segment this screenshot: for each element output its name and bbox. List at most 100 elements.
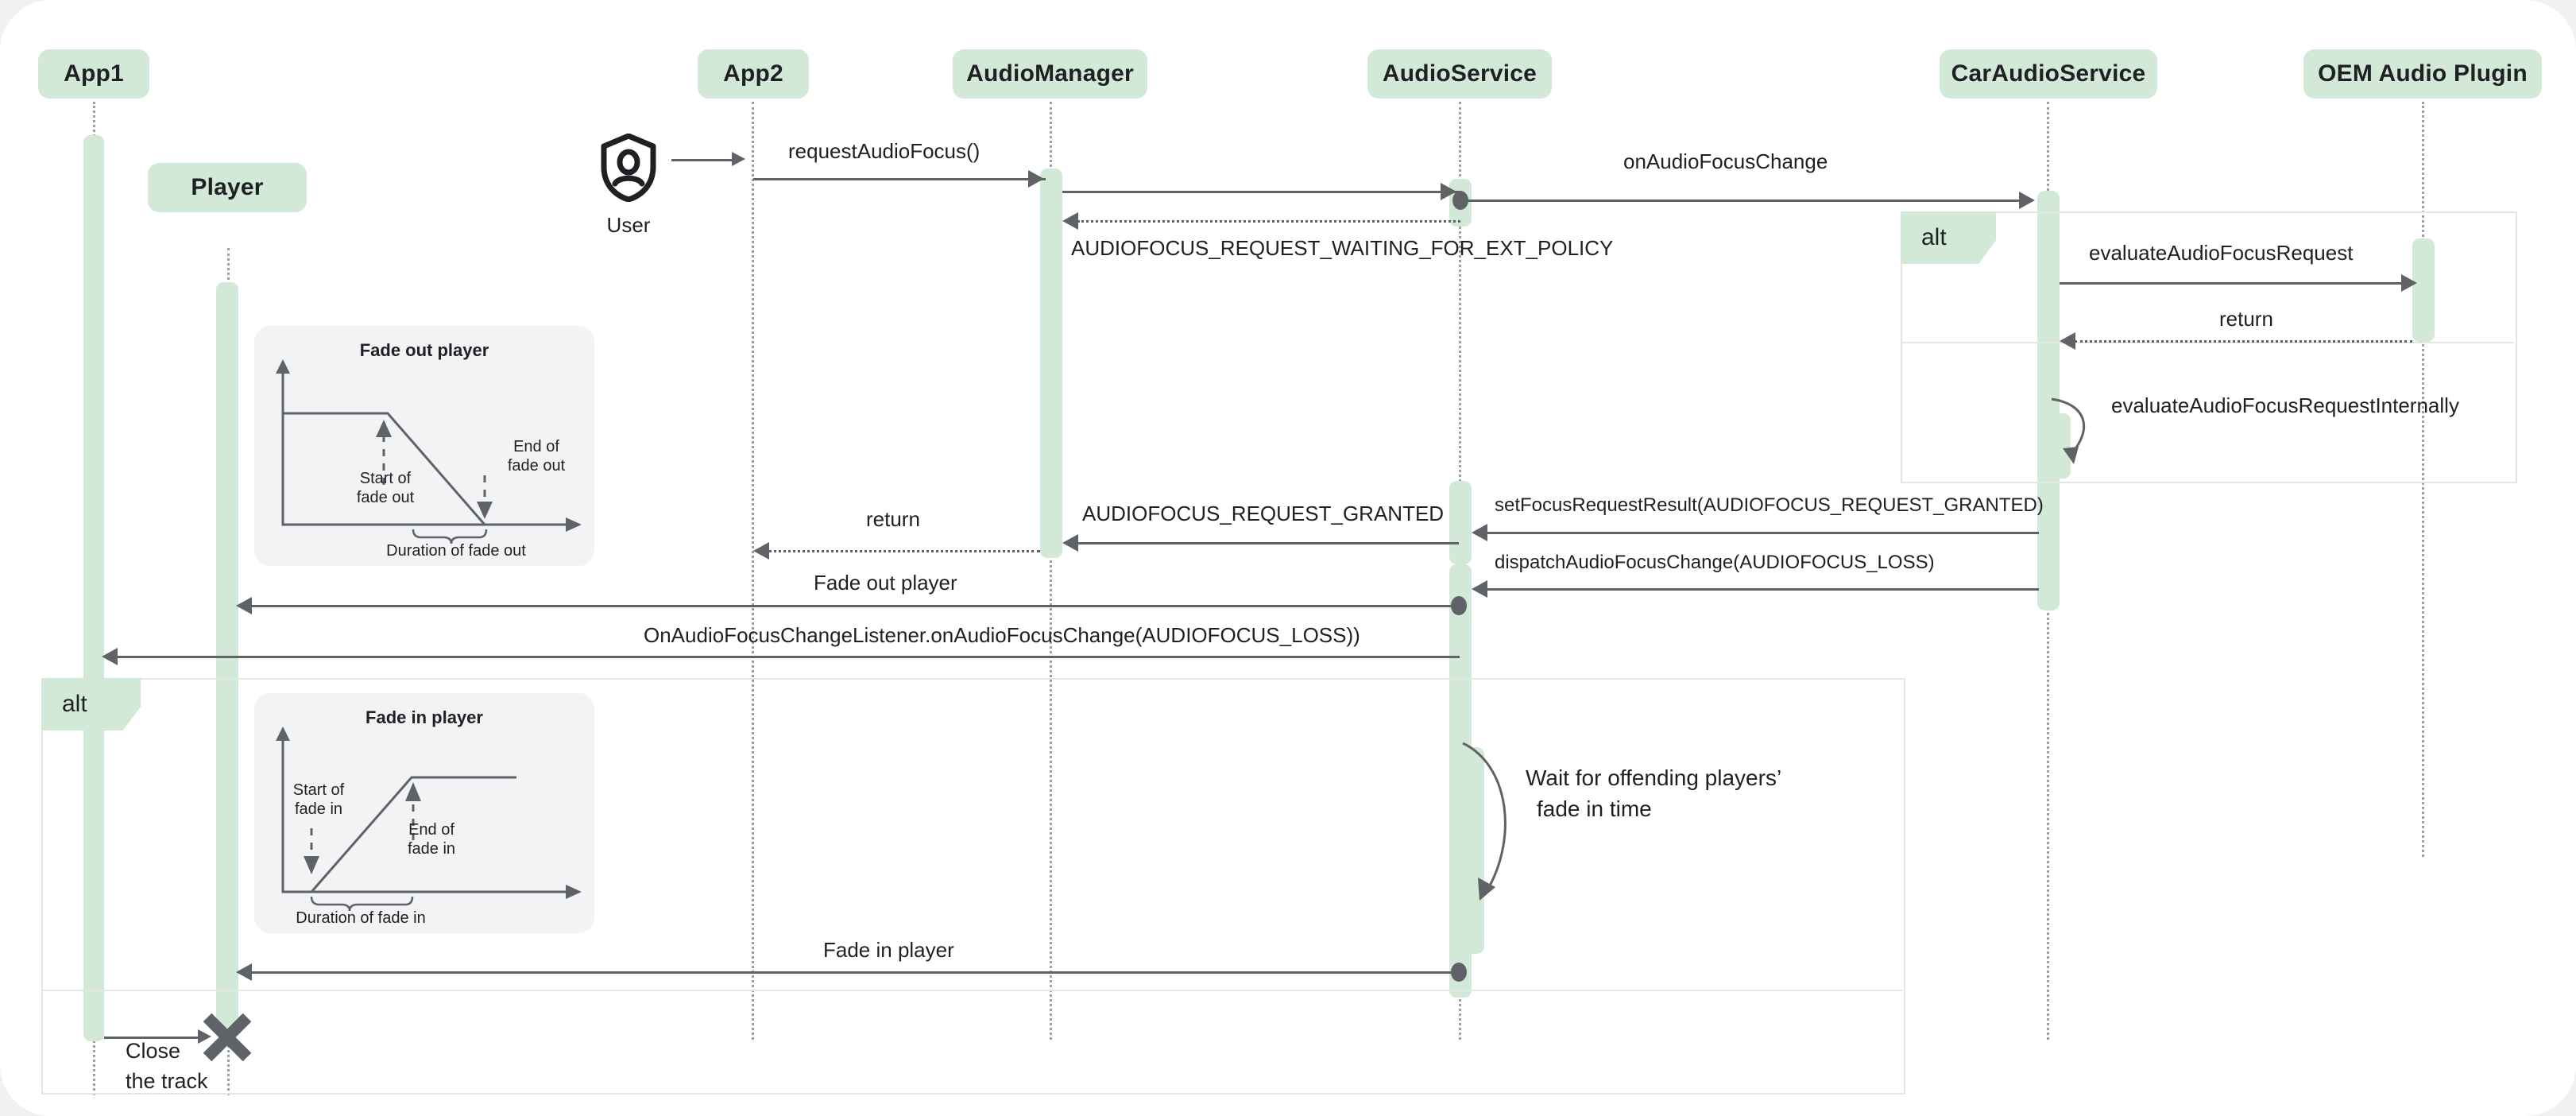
fade-out-end-l2: fade out: [507, 457, 566, 475]
msg-arrow-requestAudioFocus: [1028, 170, 1044, 188]
msg-line-audiofocus-request-granted: [1077, 542, 1459, 544]
lifeline-head-app1[interactable]: App1: [38, 49, 149, 99]
msg-selfcall-evaluateInternally: [2047, 396, 2134, 469]
lifeline-head-player[interactable]: Player: [148, 163, 307, 212]
fade-in-start-l1: Start of: [292, 781, 345, 799]
lifeline-label-audioservice: AudioService: [1382, 60, 1537, 87]
fade-in-end-l2: fade in: [407, 840, 456, 858]
msg-label-waiting-for-ext-policy: AUDIOFOCUS_REQUEST_WAITING_FOR_EXT_POLIC…: [1071, 236, 1614, 260]
fade-in-end-label: End of fade in: [388, 820, 475, 859]
msg-arrow-waiting-for-ext-policy: [1062, 212, 1078, 230]
lifeline-head-caraudioservice[interactable]: CarAudioService: [1940, 49, 2157, 99]
fade-in-start-l2: fade in: [294, 800, 343, 819]
fade-out-start-l1: Start of: [359, 470, 412, 487]
fade-out-end-label: End of fade out: [493, 437, 580, 476]
msg-label-evaluateAudioFocusRequest: evaluateAudioFocusRequest: [2089, 241, 2354, 265]
fade-in-chart: Fade in player Start of fade in End of f…: [254, 693, 594, 933]
fade-in-end-l1: End of: [408, 821, 454, 839]
alt-fragment-left-separator: [41, 990, 1902, 991]
fade-out-start-l2: fade out: [356, 489, 415, 507]
lifeline-label-audiomanager: AudioManager: [966, 60, 1134, 87]
activation-audiomanager: [1040, 169, 1062, 558]
msg-line-return-app2: [768, 550, 1040, 552]
lifeline-label-player: Player: [191, 174, 264, 200]
msg-label-audiofocus-request-granted: AUDIOFOCUS_REQUEST_GRANTED: [1082, 502, 1445, 525]
lifeline-head-audiomanager[interactable]: AudioManager: [953, 49, 1147, 99]
msg-label-return-oem: return: [2219, 307, 2273, 331]
msg-arrow-audiofocus-request-granted: [1062, 534, 1078, 552]
activation-player: [216, 282, 238, 1037]
msg-arrow-onAudioFocusChange: [2019, 192, 2035, 209]
msg-label-onAudioFocusChange: onAudioFocusChange: [1623, 149, 1828, 173]
fade-in-duration-label: Duration of fade in: [296, 909, 426, 927]
msg-label-onAudioFocusChangeListener: OnAudioFocusChangeListener.onAudioFocusC…: [644, 623, 1360, 647]
activation-audioservice-2: [1449, 481, 1472, 564]
msg-label-dispatchAudioFocusChange: dispatchAudioFocusChange(AUDIOFOCUS_LOSS…: [1495, 552, 1935, 573]
msg-arrow-return-oem: [2060, 332, 2075, 350]
msg-line-dispatchAudioFocusChange: [1487, 588, 2039, 591]
alt-fragment-left-label: alt: [62, 691, 87, 717]
lifeline-line-oemplugin: [2422, 102, 2424, 857]
msg-origin-dot-fade-out-player: [1451, 596, 1467, 615]
fade-in-chart-title: Fade in player: [366, 707, 483, 727]
alt-fragment-right-separator: [1901, 342, 2514, 343]
msg-label-evaluateInternally: evaluateAudioFocusRequestInternally: [2111, 393, 2459, 417]
lifeline-label-app2: App2: [723, 60, 783, 87]
alt-fragment-left: [41, 678, 1905, 1095]
note-wait-line1: Wait for offending players’: [1526, 765, 1782, 790]
alt-fragment-right-label-tag[interactable]: alt: [1901, 211, 1996, 264]
destroy-x-icon: [200, 1010, 254, 1064]
note-wait-line2: fade in time: [1537, 796, 1652, 821]
msg-label-return-app2: return: [866, 507, 920, 531]
fade-out-end-l1: End of: [513, 438, 559, 455]
msg-line-evaluateAudioFocusRequest: [2060, 282, 2407, 285]
alt-fragment-left-label-tag[interactable]: alt: [41, 678, 141, 730]
msg-user-to-app2-line: [671, 159, 733, 161]
msg-line-setFocusRequestResult: [1487, 532, 2039, 534]
msg-label-fade-out-player: Fade out player: [814, 571, 957, 595]
activation-app1: [83, 135, 104, 1041]
msg-line-onAudioFocusChange: [1460, 200, 2033, 202]
user-label: User: [606, 213, 651, 237]
msg-arrow-fade-out-player: [236, 597, 252, 614]
msg-arrow-fade-in-player: [236, 963, 252, 981]
alt-fragment-right: [1901, 211, 2517, 483]
msg-arrow-close-the-track: [198, 1029, 211, 1044]
note-close-line2: the track: [126, 1069, 208, 1094]
msg-label-setFocusRequestResult: setFocusRequestResult(AUDIOFOCUS_REQUEST…: [1495, 494, 2044, 516]
msg-line-audiomanager-to-audioservice: [1062, 191, 1460, 193]
msg-line-requestAudioFocus: [753, 178, 1046, 180]
msg-arrow-evaluateAudioFocusRequest: [2401, 274, 2417, 292]
fade-out-duration-label: Duration of fade out: [386, 542, 526, 560]
lifeline-line-audiomanager: [1050, 102, 1052, 1040]
lifeline-head-oemplugin[interactable]: OEM Audio Plugin: [2303, 49, 2542, 99]
lifeline-label-caraudioservice: CarAudioService: [1951, 60, 2146, 87]
note-close-line1: Close: [126, 1039, 181, 1063]
msg-line-fade-in-player: [248, 971, 1459, 974]
fade-out-chart-title: Fade out player: [359, 340, 489, 360]
fade-in-start-label: Start of fade in: [275, 781, 362, 820]
msg-arrow-dispatchAudioFocusChange: [1472, 580, 1487, 598]
alt-fragment-right-label: alt: [1921, 224, 1947, 250]
msg-line-return-oem: [2075, 340, 2412, 343]
note-wait-fade-in: Wait for offending players’ fade in time: [1526, 763, 1781, 824]
lifeline-head-audioservice[interactable]: AudioService: [1367, 49, 1552, 99]
msg-label-requestAudioFocus: requestAudioFocus(): [788, 139, 981, 163]
msg-selfcall-wait-fade-in: [1459, 739, 1562, 910]
msg-line-close-the-track: [104, 1037, 199, 1039]
msg-label-fade-in-player: Fade in player: [823, 938, 954, 962]
msg-arrow-setFocusRequestResult: [1472, 524, 1487, 541]
msg-line-fade-out-player: [248, 605, 1459, 607]
activation-audioservice-self: [1462, 747, 1484, 954]
lifeline-label-oemplugin: OEM Audio Plugin: [2318, 60, 2528, 87]
msg-arrow-return-app2: [753, 542, 769, 560]
msg-user-to-app2-arrow: [732, 152, 745, 166]
fade-out-chart: Fade out player Start of fade out End of…: [254, 326, 594, 566]
user-shield-icon: [600, 133, 657, 203]
msg-arrow-onAudioFocusChangeListener: [102, 648, 118, 665]
lifeline-label-app1: App1: [64, 60, 124, 87]
msg-line-waiting-for-ext-policy: [1077, 220, 1460, 223]
lifeline-head-app2[interactable]: App2: [698, 49, 809, 99]
